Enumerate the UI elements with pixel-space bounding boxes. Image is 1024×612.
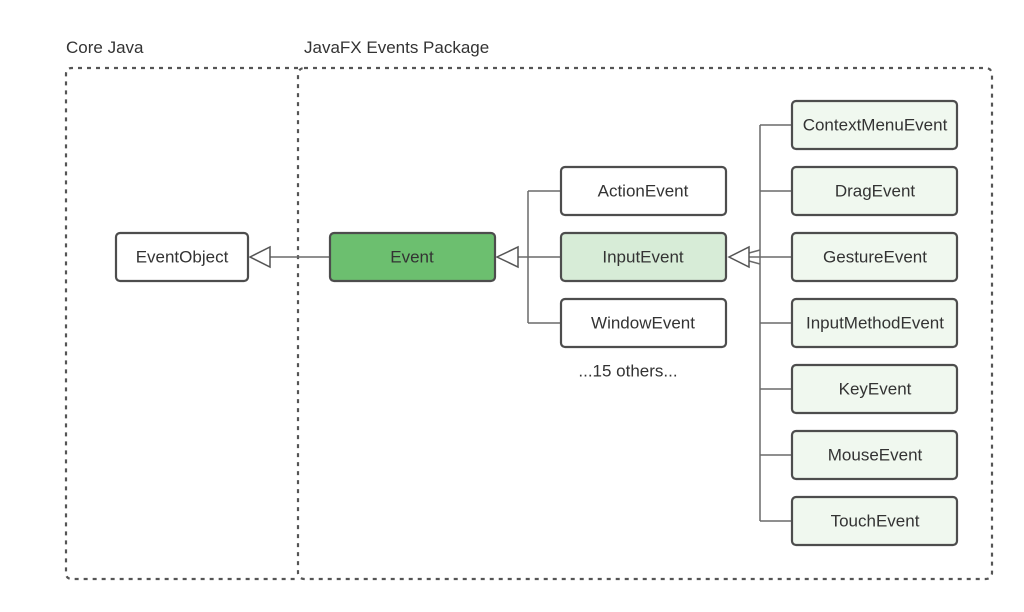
contextmenuevent-class-label: ContextMenuEvent [803,116,948,135]
core-java-package-frame [64,66,298,581]
windowevent-class-label: WindowEvent [591,314,695,333]
touchevent-class-label: TouchEvent [831,512,920,531]
gestureevent-class-node: GestureEvent [790,231,959,283]
inputmethodevent-class-node: InputMethodEvent [790,297,959,349]
mouseevent-class-node: MouseEvent [790,429,959,481]
javafx-events-package-label: JavaFX Events Package [304,38,489,57]
inheritance-arrowhead-eventobject [248,245,271,269]
gestureevent-class-label: GestureEvent [823,248,927,267]
inputevent-class-label: InputEvent [602,248,684,267]
keyevent-class-label: KeyEvent [839,380,912,399]
touchevent-class-node: TouchEvent [790,495,959,547]
dragevent-class-label: DragEvent [835,182,916,201]
other-subclasses-note: ...15 others... [578,362,677,381]
dragevent-class-node: DragEvent [790,165,959,217]
inheritance-arrowhead-inputevent [727,245,750,269]
event-subclasses-connector [518,190,561,324]
inputmethodevent-class-label: InputMethodEvent [806,314,944,333]
mouseevent-class-label: MouseEvent [828,446,923,465]
inputevent-class-node: InputEvent [559,231,728,283]
keyevent-class-node: KeyEvent [790,363,959,415]
event-class-label: Event [390,248,434,267]
inheritance-arrowhead-event [495,245,519,269]
input-subclasses-connector [748,124,792,522]
eventobject-class-label: EventObject [136,248,229,267]
event-class-node: Event [328,231,497,283]
actionevent-class-node: ActionEvent [559,165,728,217]
actionevent-class-label: ActionEvent [598,182,689,201]
eventobject-class-node: EventObject [114,231,250,283]
javafx-events-package-frame [296,66,994,581]
core-java-package-label: Core Java [66,38,144,57]
contextmenuevent-class-node: ContextMenuEvent [790,99,959,151]
windowevent-class-node: WindowEvent [559,297,728,349]
